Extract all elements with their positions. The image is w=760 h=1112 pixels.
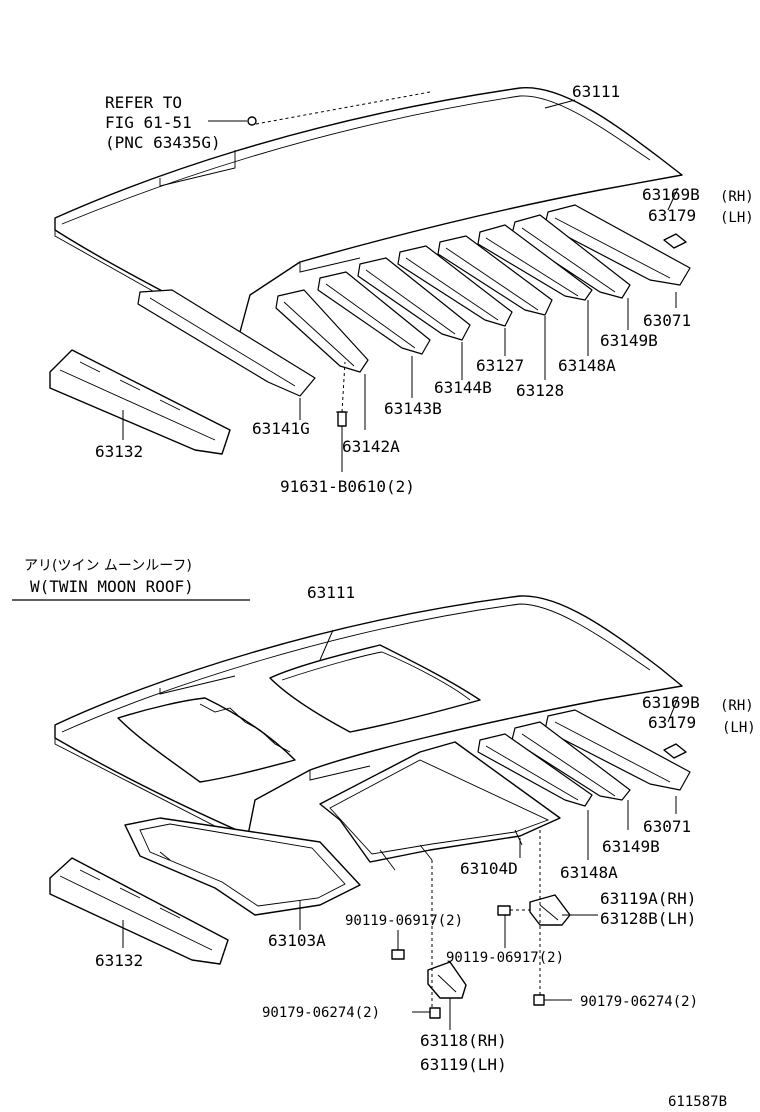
label-63179-top: 63179 [648, 206, 696, 225]
sunroof-rear-inner [281, 651, 471, 701]
header-63132-bottom [49, 857, 229, 965]
nut-bottom-b [533, 994, 545, 1006]
roof-bows-bottom [477, 709, 691, 807]
header-63132-top [49, 349, 231, 455]
label-nut-b: 90179-06274(2) [580, 994, 698, 1010]
sunroof-opening-front [117, 697, 296, 783]
label-63169b-bottom: 63169B [642, 693, 700, 712]
bolt-bottom-b [497, 905, 511, 916]
label-lh-top: (LH) [720, 210, 754, 226]
label-63143b-top: 63143B [384, 399, 442, 418]
roof-panel-bottom-edge [61, 603, 651, 733]
label-63148a-bottom: 63148A [560, 863, 618, 882]
label-63149b-bottom: 63149B [602, 837, 660, 856]
nut-bottom-a [429, 1007, 441, 1019]
label-63144b-top: 63144B [434, 378, 492, 397]
refer-line1: REFER TO [105, 93, 182, 112]
label-63169b-top: 63169B [642, 185, 700, 204]
roof-panel-bottom-edge2 [159, 675, 236, 695]
frame-63103a [124, 817, 361, 916]
leader-63169b-top [667, 187, 679, 211]
label-63119a-rh: 63119A(RH) [600, 889, 696, 908]
figure-id: 611587B [668, 1094, 727, 1110]
bolt-dash-top [341, 361, 346, 413]
roof-leader-63111 [544, 99, 576, 109]
bolt-bottom-a [391, 949, 405, 960]
label-63071-top: 63071 [643, 311, 691, 330]
variant-en: W(TWIN MOON ROOF) [30, 577, 194, 596]
label-63103a: 63103A [268, 931, 326, 950]
label-63127-top: 63127 [476, 356, 524, 375]
label-63141g-top: 63141G [252, 419, 310, 438]
label-rh-top: (RH) [720, 189, 754, 205]
label-63142a-top: 63142A [342, 437, 400, 456]
clip-icon [247, 116, 257, 126]
roof-panel-top-edge [61, 95, 651, 225]
label-63128-top: 63128 [516, 381, 564, 400]
refer-line2: FIG 61-51 [105, 113, 192, 132]
label-63148a-top: 63148A [558, 356, 616, 375]
refer-line3: (PNC 63435G) [105, 133, 221, 152]
leader-63111-bottom [319, 629, 334, 661]
pad-63169b-bottom [663, 743, 687, 759]
label-lh-bottom: (LH) [722, 720, 756, 736]
bottom-diagram: アリ(ツイン ムーンルーフ) W(TWIN MOON ROOF) [12, 558, 756, 1074]
bracket-63119a [529, 894, 571, 926]
label-63132-top: 63132 [95, 442, 143, 461]
sunroof-opening-rear [269, 644, 481, 733]
top-diagram: REFER TO FIG 61-51 (PNC 63435G) 63111 63… [49, 82, 754, 496]
variant-jp: アリ(ツイン ムーンルーフ) [24, 558, 192, 574]
roof-panel-bottom-rear [309, 765, 371, 781]
label-63111-top: 63111 [572, 82, 620, 101]
label-bolt-a: 90119-06917(2) [345, 913, 463, 929]
bolt-top [336, 411, 348, 427]
label-63179-bottom: 63179 [648, 713, 696, 732]
label-63132-bottom: 63132 [95, 951, 143, 970]
label-bolt-top: 91631-B0610(2) [280, 477, 415, 496]
label-nut-a: 90179-06274(2) [262, 1005, 380, 1021]
label-63111-bottom: 63111 [307, 583, 355, 602]
label-63149b-top: 63149B [600, 331, 658, 350]
sunroof-front-edge [199, 703, 291, 753]
pad-63169b-top [663, 233, 687, 249]
frame-63104d [319, 741, 561, 871]
label-63071-bottom: 63071 [643, 817, 691, 836]
label-63128b-lh: 63128B(LH) [600, 909, 696, 928]
roof-panel-bottom-side [54, 738, 249, 844]
roof-bows-top [137, 204, 691, 397]
label-63118-rh: 63118(RH) [420, 1031, 507, 1050]
label-63119-lh: 63119(LH) [420, 1055, 507, 1074]
roof-panel-top-edge2 [159, 150, 236, 187]
label-bolt-b: 90119-06917(2) [446, 950, 564, 966]
leader-63169b-bottom [667, 697, 679, 723]
bracket-63118 [427, 961, 467, 999]
roof-panel-top-rear [299, 257, 361, 273]
label-rh-bottom: (RH) [720, 698, 754, 714]
label-63104d: 63104D [460, 859, 518, 878]
